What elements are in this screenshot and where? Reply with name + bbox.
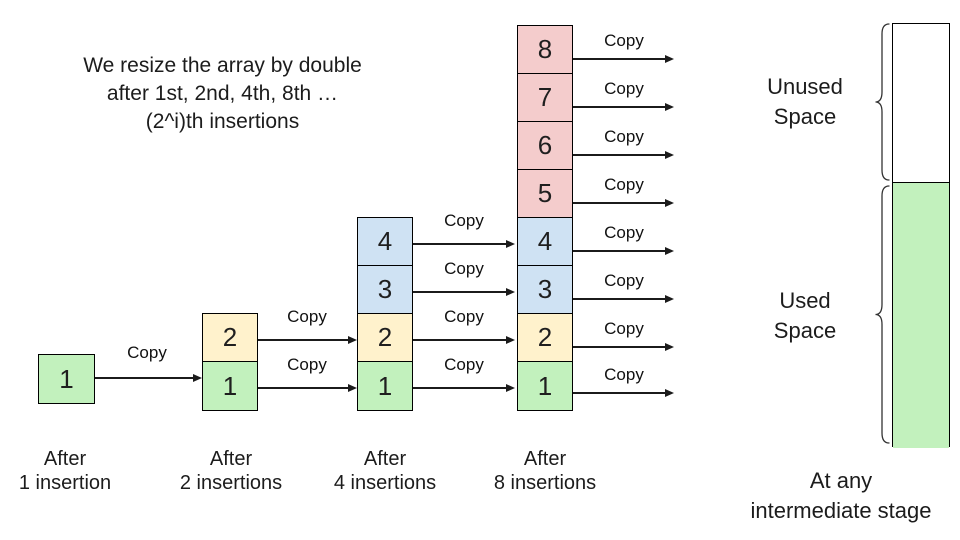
array-cell: 3 (518, 266, 572, 314)
array-cell: 6 (518, 122, 572, 170)
arrowhead-icon (665, 388, 674, 397)
stage-caption-2: After 2 insertions (156, 447, 306, 495)
arrowhead-icon (665, 294, 674, 303)
caption-line: After (209, 448, 253, 470)
array-after-4-insertions: 4 3 2 1 (357, 217, 413, 411)
array-cell: 4 (518, 218, 572, 266)
copy-arrow-label: Copy (604, 31, 644, 50)
unused-space-region (893, 24, 949, 183)
arrowhead-icon (665, 54, 674, 63)
stage-caption-3: After 4 insertions (310, 447, 460, 495)
copy-arrow (258, 335, 357, 344)
copy-arrow (413, 287, 515, 296)
caption-line: After (43, 448, 87, 470)
caption-line: After (363, 448, 407, 470)
arrowhead-icon (665, 342, 674, 351)
caption-line: 1 insertion (18, 472, 112, 494)
stage-caption-1: After 1 insertion (0, 447, 140, 495)
array-cell: 7 (518, 74, 572, 122)
copy-arrow-label: Copy (604, 223, 644, 242)
array-cell: 1 (39, 355, 94, 403)
copy-arrow-label: Copy (127, 343, 167, 362)
copy-arrow (573, 198, 674, 207)
arrowhead-icon (665, 246, 674, 255)
label-line: Used (779, 288, 831, 313)
copy-arrow-label: Copy (444, 355, 484, 374)
copy-arrow (413, 239, 515, 248)
copy-arrow (573, 150, 674, 159)
label-line: Space (773, 318, 837, 343)
arrowhead-icon (193, 373, 202, 382)
unused-space-label: Unused Space (745, 72, 865, 132)
copy-arrow (573, 102, 674, 111)
copy-arrow-label: Copy (287, 355, 327, 374)
arrowhead-icon (506, 239, 515, 248)
array-cell: 2 (358, 314, 412, 362)
used-space-brace (875, 185, 890, 444)
copy-arrow-label: Copy (444, 307, 484, 326)
arrowhead-icon (506, 335, 515, 344)
copy-arrow-label: Copy (604, 127, 644, 146)
arrowhead-icon (506, 287, 515, 296)
copy-arrow-label: Copy (604, 319, 644, 338)
memory-bar (892, 23, 950, 448)
copy-arrow (573, 388, 674, 397)
copy-arrow (413, 335, 515, 344)
caption-line: 2 insertions (179, 472, 283, 494)
caption-line: intermediate stage (750, 498, 932, 523)
copy-arrow (573, 294, 674, 303)
copy-arrow-label: Copy (604, 365, 644, 384)
array-cell: 3 (358, 266, 412, 314)
copy-arrow (95, 373, 202, 382)
caption-line: After (523, 448, 567, 470)
copy-arrow (258, 383, 357, 392)
used-space-region (893, 183, 949, 448)
array-after-8-insertions: 8 7 6 5 4 3 2 1 (517, 25, 573, 411)
copy-arrow-label: Copy (604, 79, 644, 98)
copy-arrow (573, 342, 674, 351)
copy-arrow (573, 246, 674, 255)
array-cell: 1 (358, 362, 412, 410)
copy-arrow-label: Copy (444, 211, 484, 230)
array-cell: 5 (518, 170, 572, 218)
arrowhead-icon (506, 383, 515, 392)
title-line-3: (2^i)th insertions (145, 110, 300, 133)
copy-arrow-label: Copy (604, 175, 644, 194)
array-cell: 4 (358, 218, 412, 266)
copy-arrow (413, 383, 515, 392)
caption-line: 8 insertions (493, 472, 597, 494)
copy-arrow (573, 54, 674, 63)
copy-arrow-label: Copy (604, 271, 644, 290)
arrowhead-icon (665, 150, 674, 159)
title-line-2: after 1st, 2nd, 4th, 8th … (106, 82, 339, 105)
used-space-label: Used Space (745, 286, 865, 346)
arrowhead-icon (665, 198, 674, 207)
copy-arrow-label: Copy (444, 259, 484, 278)
label-line: Unused (767, 74, 843, 99)
array-after-2-insertions: 2 1 (202, 313, 258, 411)
arrowhead-icon (348, 335, 357, 344)
array-cell: 1 (518, 362, 572, 410)
array-cell: 8 (518, 26, 572, 74)
stage-caption-4: After 8 insertions (470, 447, 620, 495)
memory-bar-caption: At any intermediate stage (726, 466, 956, 526)
array-cell: 2 (203, 314, 257, 362)
title-line-1: We resize the array by double (83, 54, 362, 77)
unused-space-brace (875, 23, 890, 181)
array-after-1-insertion: 1 (38, 354, 95, 404)
copy-arrow-label: Copy (287, 307, 327, 326)
diagram-title: We resize the array by double after 1st,… (50, 52, 395, 136)
arrowhead-icon (348, 383, 357, 392)
caption-line: 4 insertions (333, 472, 437, 494)
arrowhead-icon (665, 102, 674, 111)
label-line: Space (773, 104, 837, 129)
array-cell: 2 (518, 314, 572, 362)
caption-line: At any (809, 468, 873, 493)
array-cell: 1 (203, 362, 257, 410)
